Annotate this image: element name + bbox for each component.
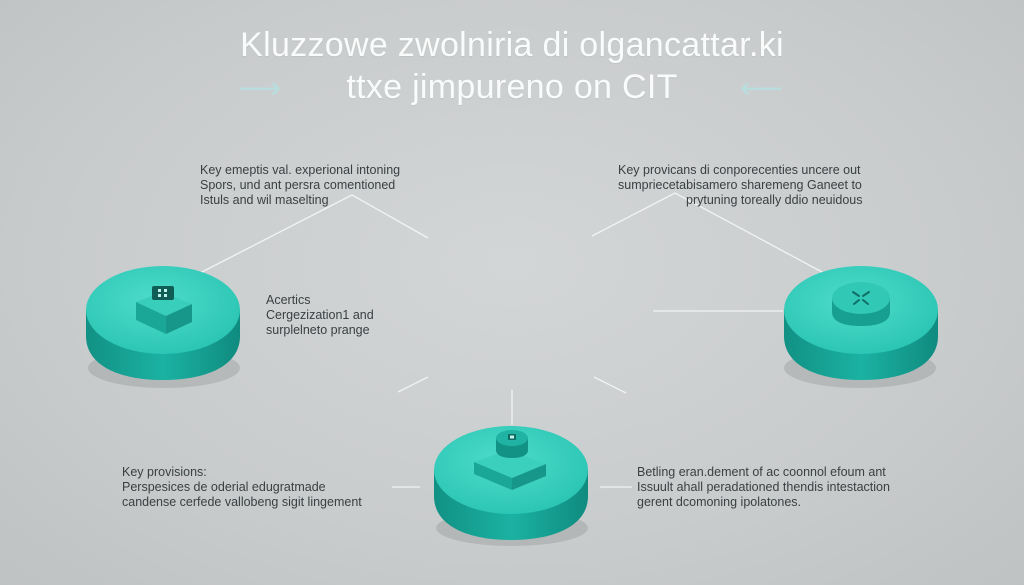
- left-arrow-icon: ⟶: [238, 72, 282, 105]
- text-line: Key provisions:: [122, 465, 207, 479]
- text-block-top-left: Key emeptis val. experional intoning Spo…: [200, 163, 400, 208]
- text-block-bottom-left: Key provisions: Perspesices de oderial e…: [122, 465, 362, 510]
- right-arrow-icon: ⟵: [740, 72, 784, 105]
- text-line: Betling eran.dement of ac coonnol efoum …: [637, 465, 886, 479]
- connector-top-right-a: [591, 192, 676, 237]
- grid-chip-icon: [136, 286, 192, 334]
- text-line: gerent dcomoning ipolatones.: [637, 495, 802, 509]
- diagram-title-line-2: ttxe jimpureno on CIT: [346, 68, 678, 106]
- connector-top-right-b: [674, 192, 823, 273]
- stacked-cube-icon: [474, 430, 546, 490]
- text-block-top-right: Key provicans di conporecenties uncere o…: [618, 163, 863, 208]
- text-line: Cergezization1 and: [266, 308, 374, 322]
- connector-top-left-b: [351, 194, 429, 239]
- text-line: Acertics: [266, 293, 311, 307]
- connector-top-left-a: [199, 194, 353, 274]
- text-line: sumpriecetabisamero sharemeng Ganeet to: [618, 178, 862, 192]
- text-line: Issuult ahall peradationed thendis intes…: [637, 480, 890, 494]
- text-line: Spors, und ant persra comentioned: [200, 178, 396, 192]
- text-line: candense cerfede vallobeng sigit lingeme…: [122, 495, 362, 509]
- node-right: [784, 266, 938, 388]
- text-line: Istuls and wil maselting: [200, 193, 329, 207]
- text-line: Key provicans di conporecenties uncere o…: [618, 163, 861, 177]
- text-line: Key emeptis val. experional intoning: [200, 163, 401, 177]
- connector-center-left: [397, 376, 429, 393]
- node-bottom: [434, 426, 588, 546]
- connector-center-right: [593, 376, 627, 394]
- dome-icon: [832, 282, 890, 326]
- node-left: [86, 266, 240, 388]
- text-block-bottom-right: Betling eran.dement of ac coonnol efoum …: [637, 465, 890, 510]
- text-block-middle-left: Acertics Cergezization1 and surplelneto …: [266, 293, 374, 338]
- text-line: surplelneto prange: [266, 323, 370, 337]
- text-line: Perspesices de oderial edugratmade: [122, 480, 326, 494]
- diagram-title-line-1: Kluzzowe zwolniria di olgancattar.ki: [240, 26, 784, 64]
- text-line: prytuning toreally ddio neuidous: [686, 193, 863, 207]
